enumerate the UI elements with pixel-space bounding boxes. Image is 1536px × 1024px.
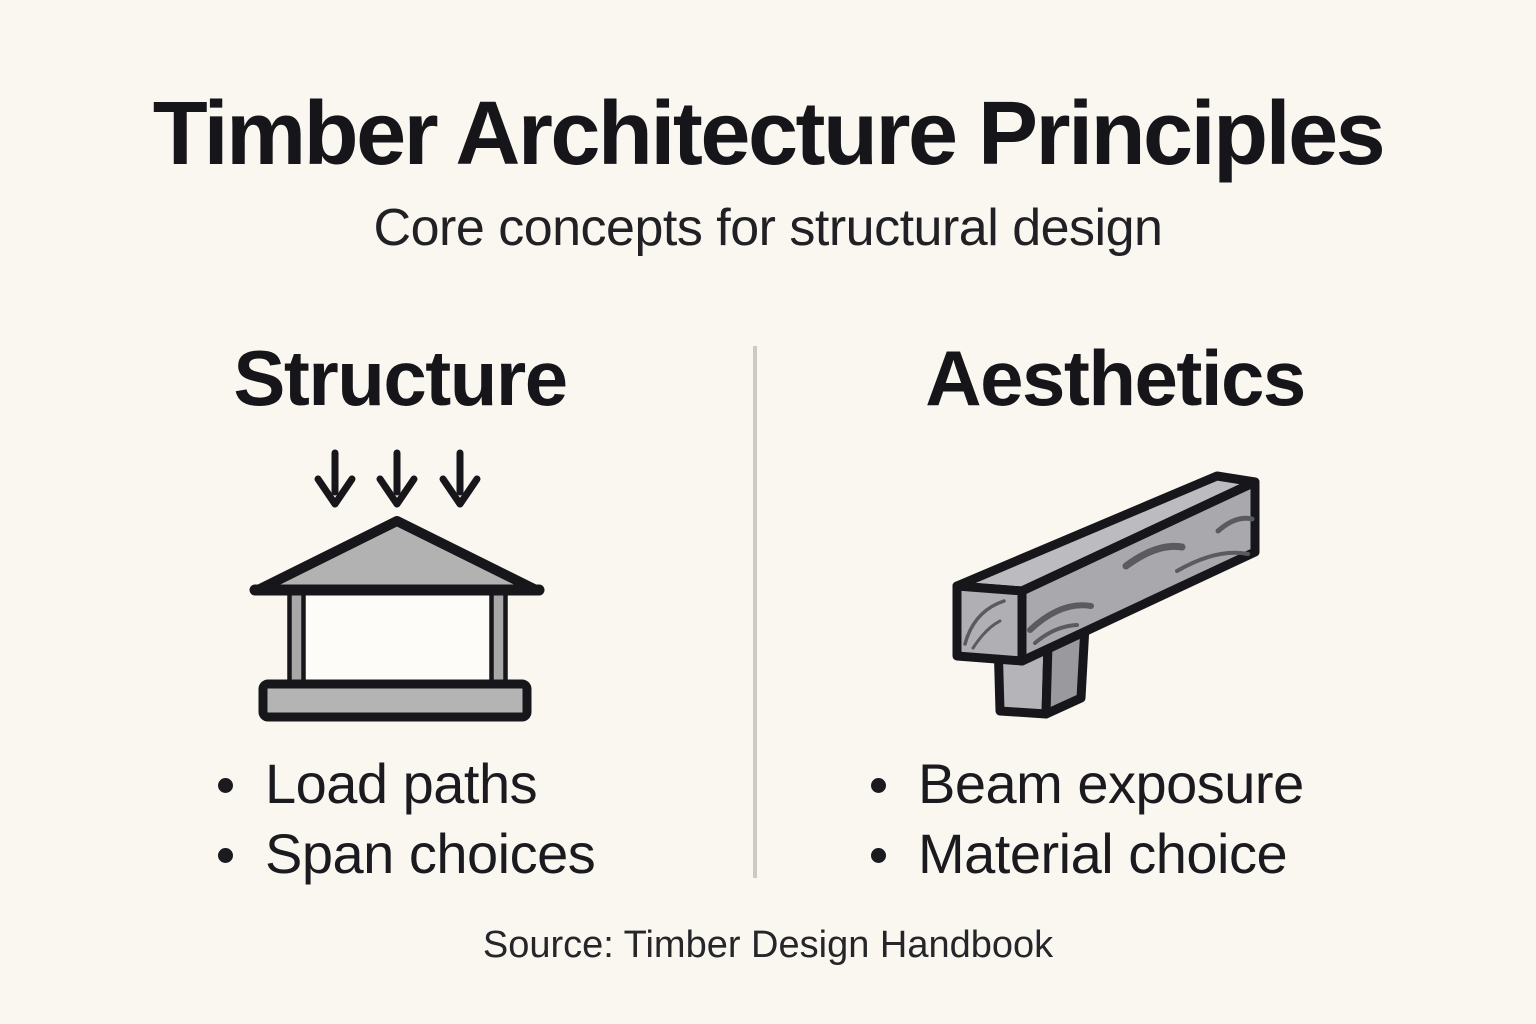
bullet-dot: [871, 847, 886, 863]
load-arrow-head: [314, 475, 356, 508]
page-subtitle: Core concepts for structural design: [373, 199, 1163, 257]
pavilion-roof: [253, 516, 541, 595]
aesthetics-bullet-list: Beam exposure Material choice: [871, 748, 1431, 888]
column-divider: [753, 346, 757, 878]
bullet-text: Load paths: [265, 751, 538, 815]
grain-streak: [1027, 602, 1094, 633]
bullet-dot: [218, 777, 233, 793]
structure-bullet-list: Load paths Span choices: [218, 748, 738, 888]
source-caption: Source: Timber Design Handbook: [482, 924, 1054, 966]
pavilion-right-post: [489, 587, 508, 691]
load-arrow-head: [376, 475, 418, 508]
pavilion-base-slab: [258, 679, 532, 722]
pavilion-left-post: [287, 587, 306, 691]
pavilion-interior: [297, 592, 503, 686]
grain-streak: [1122, 542, 1186, 570]
beam-end-face: [952, 581, 1027, 666]
bullet-dot: [871, 777, 886, 793]
list-item: Load paths: [218, 748, 738, 818]
wood-grain-marks: [963, 515, 1255, 650]
grain-streak: [1175, 550, 1250, 573]
structure-heading: Structure: [233, 334, 568, 422]
bullet-text: Material choice: [918, 821, 1288, 885]
grain-streak: [1033, 623, 1079, 645]
bullet-dot: [218, 847, 233, 863]
page-title: Timber Architecture Principles: [152, 84, 1386, 184]
bullet-text: Beam exposure: [918, 751, 1304, 815]
grain-streak: [963, 599, 1006, 646]
bullet-text: Span choices: [265, 821, 596, 885]
load-arrows-pavilion-icon: [249, 449, 545, 722]
list-item: Beam exposure: [871, 748, 1431, 818]
exposed-timber-beam-icon: [952, 471, 1260, 719]
load-arrow-head: [439, 475, 481, 508]
list-item: Material choice: [871, 818, 1431, 888]
aesthetics-heading: Aesthetics: [925, 334, 1306, 422]
grain-streak: [971, 619, 1002, 650]
grain-streak: [1215, 515, 1255, 534]
list-item: Span choices: [218, 818, 738, 888]
load-arrows-icon: [314, 449, 481, 508]
